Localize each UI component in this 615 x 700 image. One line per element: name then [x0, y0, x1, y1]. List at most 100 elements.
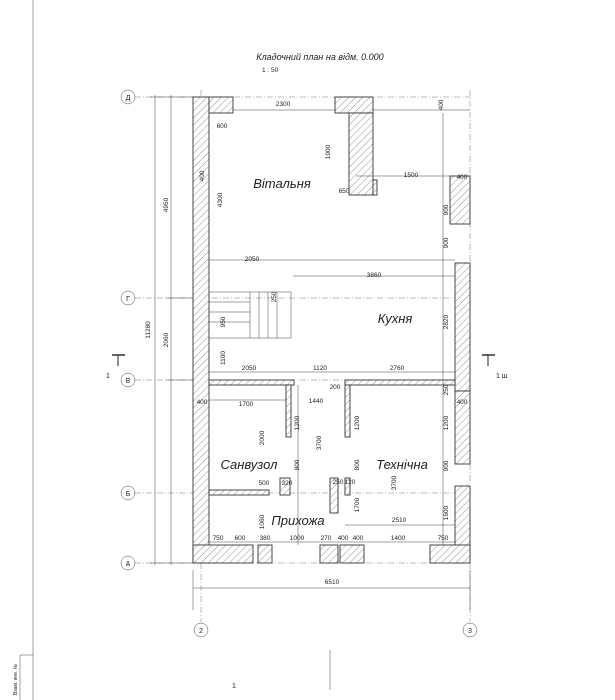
dim-bath-2000: 2000 — [259, 430, 266, 445]
axis-label-b: Б — [126, 491, 131, 498]
wall-v-right — [344, 379, 456, 386]
dim-1700: 1700 — [239, 401, 254, 408]
wall-v-left — [208, 379, 295, 386]
wall-right-2 — [454, 262, 471, 392]
chimney-lip — [372, 179, 378, 196]
wall-tech-left-top — [344, 384, 351, 438]
axis-bubble-v — [120, 372, 136, 388]
dim-1700-v: 1700 — [354, 497, 361, 512]
wall-bath-bottom — [208, 489, 270, 496]
dim-left-400: 400 — [199, 170, 206, 181]
left-dimension-chain: 11280 4950 2060 — [145, 95, 200, 565]
inner-dimension-lines — [209, 113, 455, 545]
room-label-living: Вітальня — [253, 176, 311, 191]
wall-hall-stub — [329, 477, 339, 514]
axis-label-v: В — [126, 378, 131, 385]
axis-label-2: 2 — [199, 628, 203, 635]
room-label-technical: Технічна — [376, 457, 428, 472]
chimney — [348, 112, 374, 196]
axis-bubble-b — [120, 485, 136, 501]
dim-left-400-b: 400 — [197, 399, 208, 406]
dim-250-b: 250 — [333, 479, 344, 486]
dim-3860: 3860 — [367, 272, 382, 279]
dim-bot-380: 380 — [260, 535, 271, 542]
dim-3700-b: 3700 — [391, 475, 398, 490]
dim-1440: 1440 — [309, 398, 324, 405]
dim-2510: 2510 — [392, 517, 407, 524]
interior-dimensions: 1900 650 1500 400 400 4300 900 900 2050 … — [197, 144, 468, 529]
dim-left-upper: 4950 — [163, 197, 170, 212]
wall-bottom-2 — [257, 544, 273, 564]
wall-right-1 — [449, 175, 471, 225]
dim-top-400-right: 400 — [438, 99, 445, 110]
wall-right-3 — [454, 390, 471, 465]
dim-left-lower: 2060 — [163, 332, 170, 347]
dim-overall-width: 6510 — [325, 579, 340, 586]
dim-right-400-b: 400 — [457, 399, 468, 406]
plan-title: Кладочний план на відм. 0.000 — [256, 52, 383, 62]
axis-label-a: А — [126, 561, 131, 568]
wall-top-left — [208, 96, 234, 114]
dim-stair-250: 250 — [271, 291, 278, 302]
dim-bot-270: 270 — [321, 535, 332, 542]
dim-top-span: 2300 — [276, 101, 291, 108]
dim-chimney-650: 650 — [339, 188, 350, 195]
dim-right-900-b: 900 — [443, 237, 450, 248]
dim-1200-a: 1200 — [294, 415, 301, 430]
room-label-kitchen: Кухня — [378, 311, 413, 326]
room-labels: Вітальня Кухня Санвузол Технічна Прихожа — [221, 176, 428, 528]
axis-bubbles: Д Г В Б А 2 3 — [120, 89, 478, 638]
dim-bot-400-b: 400 — [338, 535, 349, 542]
dim-2050-bot: 2050 — [242, 365, 257, 372]
dim-1200-b: 1200 — [354, 415, 361, 430]
axis-bubble-2 — [193, 622, 209, 638]
dim-left-total: 11280 — [145, 321, 152, 339]
dim-800-a: 800 — [294, 459, 301, 470]
dim-stair-950: 950 — [220, 316, 227, 327]
dim-2050-top: 2050 — [245, 256, 260, 263]
dim-1200-c: 1200 — [443, 415, 450, 430]
dim-bot-400-c: 400 — [353, 535, 364, 542]
top-dimension-chain: 2300 400 400 600 — [193, 99, 470, 130]
wall-bottom-3 — [319, 544, 339, 564]
wall-bottom-5 — [429, 544, 471, 564]
wall-left — [192, 96, 210, 564]
dim-500: 500 — [259, 480, 270, 487]
dim-small-200: 200 — [330, 384, 341, 391]
dim-400-mid: 400 — [457, 174, 468, 181]
dim-1120: 1120 — [313, 365, 327, 372]
dim-320: 320 — [282, 480, 293, 487]
staircase — [208, 291, 292, 339]
wall-bottom-4 — [339, 544, 365, 564]
plan-scale: 1 : 50 — [262, 67, 279, 74]
dim-bot-1400: 1400 — [391, 535, 406, 542]
axis-bubble-d — [120, 89, 136, 105]
dim-3700-a: 3700 — [316, 435, 323, 450]
wall-tech-stub — [344, 477, 351, 496]
axis-bubble-g — [120, 290, 136, 306]
axis-bubble-a — [120, 555, 136, 571]
dim-1060: 1060 — [259, 514, 266, 529]
dim-small-250: 250 — [443, 384, 450, 395]
axis-bubble-3 — [462, 622, 478, 638]
dim-kitchen-2820: 2820 — [443, 314, 450, 329]
axis-label-d: Д — [126, 95, 131, 102]
wall-top-right — [334, 96, 374, 114]
dim-bot-750-a: 750 — [213, 535, 224, 542]
sheet-mark: 1 — [232, 683, 236, 690]
dim-800-b: 800 — [354, 459, 361, 470]
dim-1500: 1500 — [404, 172, 419, 179]
walls — [192, 96, 471, 564]
wall-bath-stub — [279, 477, 291, 496]
room-label-bathroom: Санвузол — [221, 457, 279, 472]
wall-bath-right-top — [285, 384, 292, 438]
dim-top-600: 600 — [217, 123, 228, 130]
dim-right-900-a: 900 — [443, 204, 450, 215]
dim-bot-600: 600 — [235, 535, 246, 542]
section-mark-left: 1 — [106, 373, 110, 380]
section-marks: 1 1 ш — [106, 354, 508, 380]
dim-right-900-c: 900 — [443, 460, 450, 471]
corner-stamp: Взам. инв. № — [13, 664, 19, 695]
section-mark-right: 1 ш — [496, 373, 508, 380]
